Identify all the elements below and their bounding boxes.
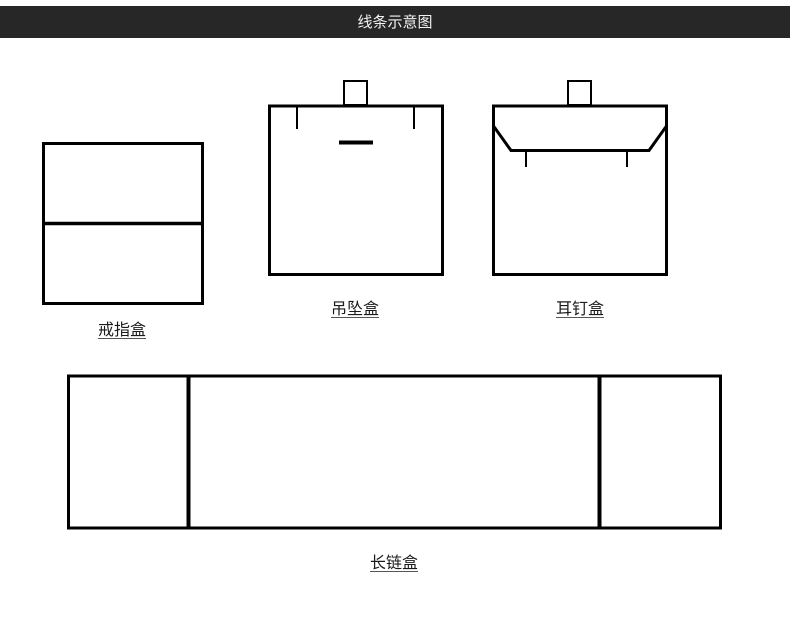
long-chain-box-label: 长链盒 bbox=[369, 553, 419, 572]
header-bar: 线条示意图 bbox=[0, 6, 790, 38]
earring-box-drawing bbox=[492, 80, 668, 276]
pendant-box-drawing bbox=[268, 80, 444, 276]
pendant-box-tab bbox=[343, 80, 368, 106]
earring-box-tab bbox=[567, 80, 592, 106]
ring-box-drawing bbox=[42, 142, 204, 305]
page-title: 线条示意图 bbox=[357, 13, 433, 31]
earring-box-outline bbox=[492, 104, 668, 276]
ring-box-label: 戒指盒 bbox=[97, 320, 147, 339]
earring-box-flap bbox=[492, 125, 668, 152]
pendant-box-label: 吊坠盒 bbox=[330, 299, 380, 318]
earring-box-label: 耳钉盒 bbox=[555, 299, 605, 318]
pendant-box-outline bbox=[268, 104, 444, 276]
long-chain-box-drawing bbox=[67, 374, 722, 530]
long-chain-box-outline bbox=[67, 374, 722, 530]
